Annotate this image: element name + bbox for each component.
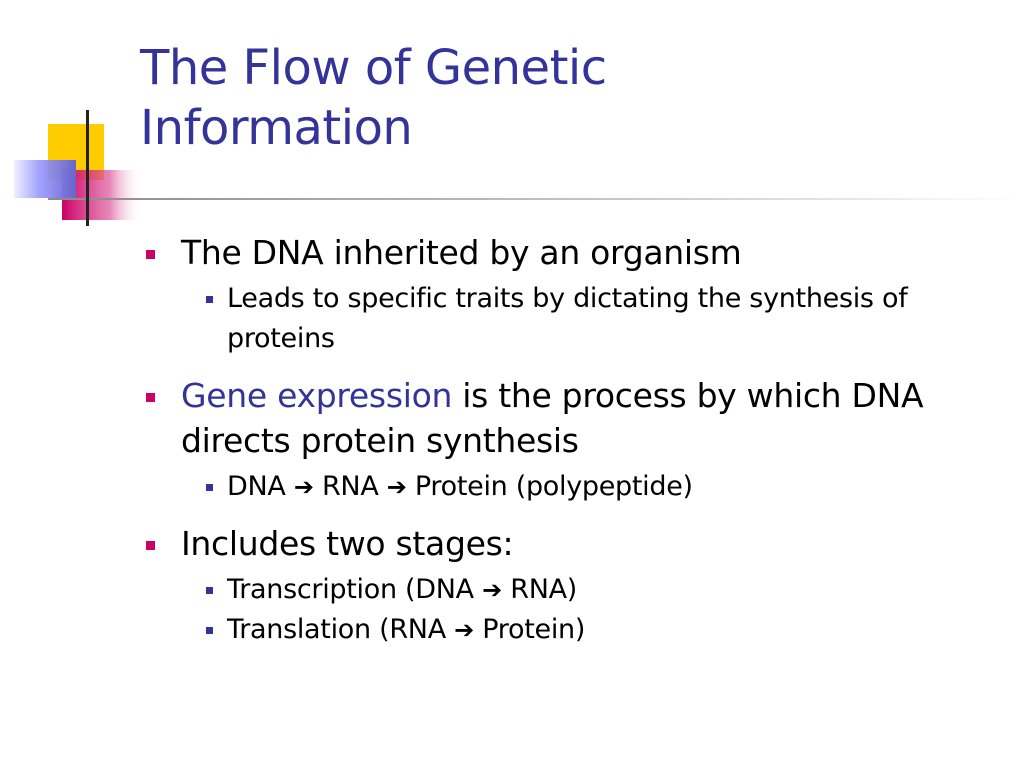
sub-bullet-item: Transcription (DNA ➔ RNA) xyxy=(191,570,1006,610)
flow-rna: RNA xyxy=(321,471,379,502)
bullet-item: The DNA inherited by an organism Leads t… xyxy=(146,230,1006,359)
square-bullet-icon xyxy=(146,393,155,402)
sub-bullet-list: Transcription (DNA ➔ RNA) Translation (R… xyxy=(191,570,1006,650)
sub-bullet-item: Leads to specific traits by dictating th… xyxy=(191,279,1006,359)
right-arrow-icon: ➔ xyxy=(482,576,502,604)
square-bullet-icon xyxy=(146,250,155,259)
sub-bullet-list: Leads to specific traits by dictating th… xyxy=(191,279,1006,359)
right-arrow-icon: ➔ xyxy=(386,473,407,501)
flow-dna: DNA xyxy=(227,471,286,502)
stage-translation-start: Translation (RNA xyxy=(227,614,446,645)
bullet-list: The DNA inherited by an organism Leads t… xyxy=(146,230,1006,664)
sub-bullet-list: DNA ➔ RNA ➔ Protein (polypeptide) xyxy=(191,467,1006,507)
lavender-bar xyxy=(14,160,76,198)
flow-protein: Protein (polypeptide) xyxy=(414,471,693,502)
square-bullet-icon xyxy=(206,587,213,594)
title-line-1: The Flow of Genetic xyxy=(140,40,607,96)
title-line-2: Information xyxy=(140,100,413,156)
stage-transcription-start: Transcription (DNA xyxy=(227,574,474,605)
right-arrow-icon: ➔ xyxy=(454,616,474,644)
bullet-item: Includes two stages: Transcription (DNA … xyxy=(146,521,1006,650)
sub-bullet-text: Leads to specific traits by dictating th… xyxy=(227,283,908,354)
slide-title: The Flow of Genetic Information xyxy=(140,38,1000,158)
title-underline xyxy=(48,198,1024,200)
right-arrow-icon: ➔ xyxy=(293,473,314,501)
square-bullet-icon xyxy=(146,541,155,550)
sub-bullet-item: DNA ➔ RNA ➔ Protein (polypeptide) xyxy=(191,467,1006,507)
stage-transcription-end: RNA) xyxy=(510,574,578,605)
square-bullet-icon xyxy=(206,484,213,491)
square-bullet-icon xyxy=(206,296,213,303)
bullet-item: Gene expression is the process by which … xyxy=(146,373,1006,507)
vertical-line xyxy=(86,110,89,226)
bullet-text: Includes two stages: xyxy=(181,524,514,563)
square-bullet-icon xyxy=(206,627,213,634)
bullet-text: The DNA inherited by an organism xyxy=(181,233,742,272)
bullet-text: is the process by which DNA directs prot… xyxy=(181,376,924,460)
sub-bullet-item: Translation (RNA ➔ Protein) xyxy=(191,610,1006,650)
highlight-term: Gene expression xyxy=(181,376,453,415)
decorative-logo xyxy=(0,0,1024,240)
stage-translation-end: Protein) xyxy=(482,614,586,645)
